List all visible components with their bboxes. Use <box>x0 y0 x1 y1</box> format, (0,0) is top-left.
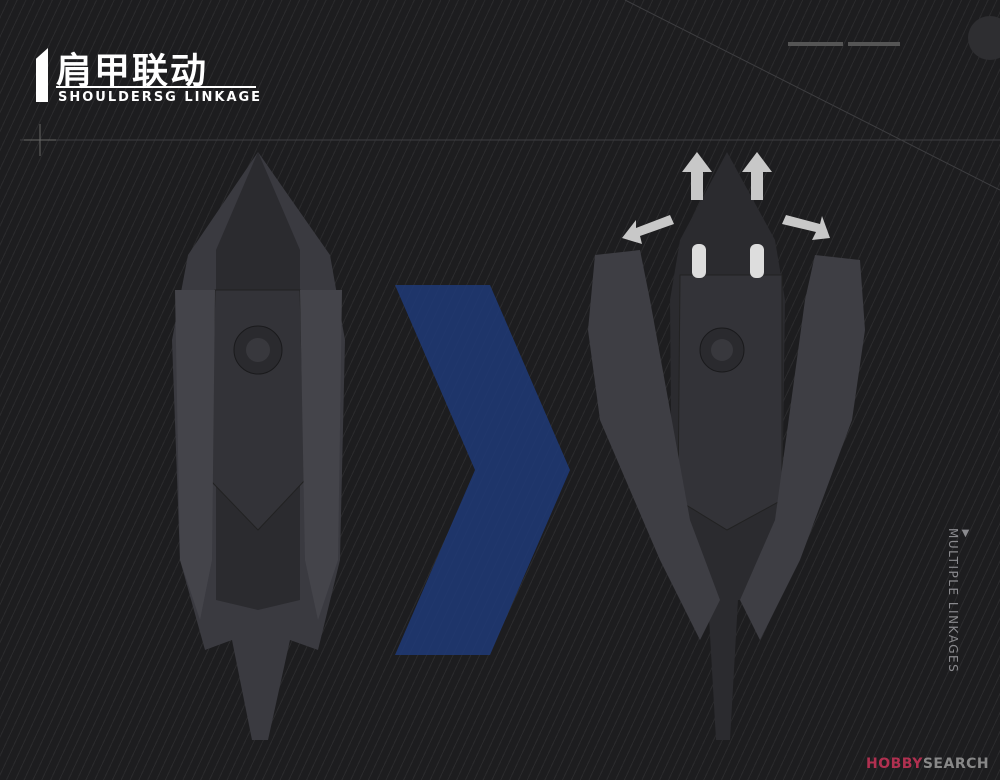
motion-arrows <box>622 152 830 244</box>
shoulder-armor-open <box>588 152 865 740</box>
title-divider <box>56 86 256 88</box>
watermark-brand-b: SEARCH <box>922 756 990 772</box>
deco-circle <box>968 16 1000 60</box>
pin-right <box>750 244 764 278</box>
deco-bar <box>848 42 900 46</box>
guide-line-diagonal <box>624 0 1000 191</box>
crosshair-icon <box>24 124 56 156</box>
watermark-brand-a: HOBBY <box>866 756 923 772</box>
title-chinese: 肩甲联动 <box>56 51 209 92</box>
section-number-mark <box>36 48 48 102</box>
side-label: ▼MULTIPLE LINKAGES <box>946 528 971 673</box>
side-label-text: MULTIPLE LINKAGES <box>946 528 960 674</box>
deco-bar <box>788 42 843 46</box>
pin-left <box>692 244 706 278</box>
watermark-logo: HOBBYSEARCH <box>866 756 989 772</box>
chevron-arrow-icon <box>395 285 570 655</box>
title-english: SHOULDERSG LINKAGE <box>58 90 263 105</box>
shoulder-armor-closed <box>172 152 345 740</box>
triangle-down-icon: ▼ <box>960 528 971 541</box>
